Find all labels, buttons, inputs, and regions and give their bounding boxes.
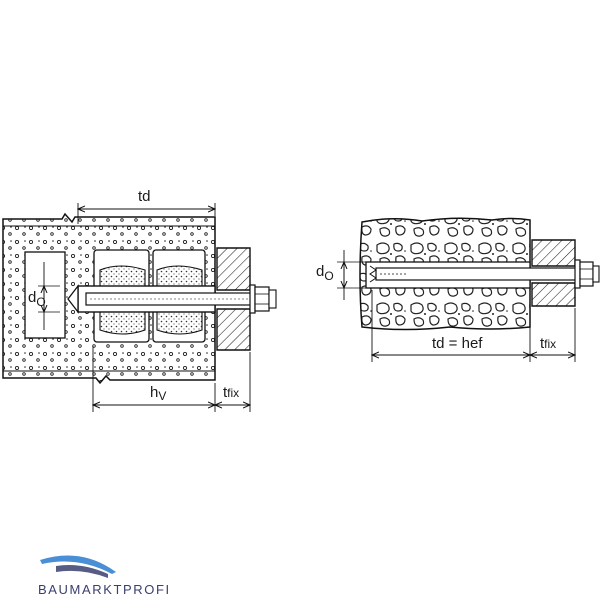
left-hv-label: hV	[150, 384, 166, 403]
right-drawing: dO td = hef tfix	[316, 217, 600, 362]
right-td-hef-label: td = hef	[432, 335, 483, 352]
fixture-plate	[216, 247, 251, 351]
logo-roof-arc	[40, 555, 116, 574]
hex-nut-right	[579, 261, 594, 287]
baumarktprofi-logo	[40, 555, 116, 578]
right-d0-label: dO	[316, 263, 334, 283]
hex-nut	[254, 286, 270, 312]
left-drawing: dO td hV tfix	[2, 188, 277, 412]
logo-body-bar	[56, 565, 108, 578]
left-d0-label: dO	[28, 289, 46, 309]
right-tfix-label: tfix	[540, 335, 556, 352]
left-tfix-label: tfix	[223, 384, 239, 401]
mortar-fill-right	[156, 265, 203, 335]
washer	[249, 284, 256, 314]
threaded-rod-right	[375, 267, 597, 281]
logo-wordmark: BAUMARKTPROFI	[38, 582, 171, 597]
left-td-label: td	[138, 188, 151, 205]
washer-right	[574, 259, 581, 289]
mortar-fill-middle	[99, 265, 146, 335]
